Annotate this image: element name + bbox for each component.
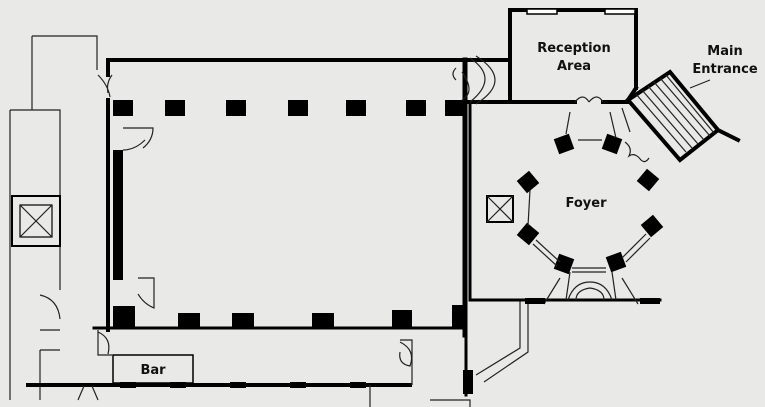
reception-label-line2: Area <box>557 59 591 74</box>
foyer-columns <box>516 133 664 275</box>
main-entrance-label-line1: Main <box>707 44 742 59</box>
foyer <box>468 102 664 305</box>
main-entrance-label-line2: Entrance <box>692 62 757 77</box>
elevator-foyer <box>486 195 514 223</box>
elevator-left <box>11 195 61 247</box>
foyer-label: Foyer <box>566 196 608 211</box>
lower-corridor <box>399 300 529 407</box>
reception-label-line1: Reception <box>537 41 611 56</box>
reception-area <box>461 8 639 104</box>
reception-window-2 <box>604 8 636 15</box>
bar-label: Bar <box>140 363 166 378</box>
ballroom <box>92 55 496 338</box>
reception-window-1 <box>526 8 558 15</box>
service-corridor <box>9 35 112 400</box>
main-entrance-stairs <box>625 69 741 163</box>
bar-area <box>26 354 412 407</box>
